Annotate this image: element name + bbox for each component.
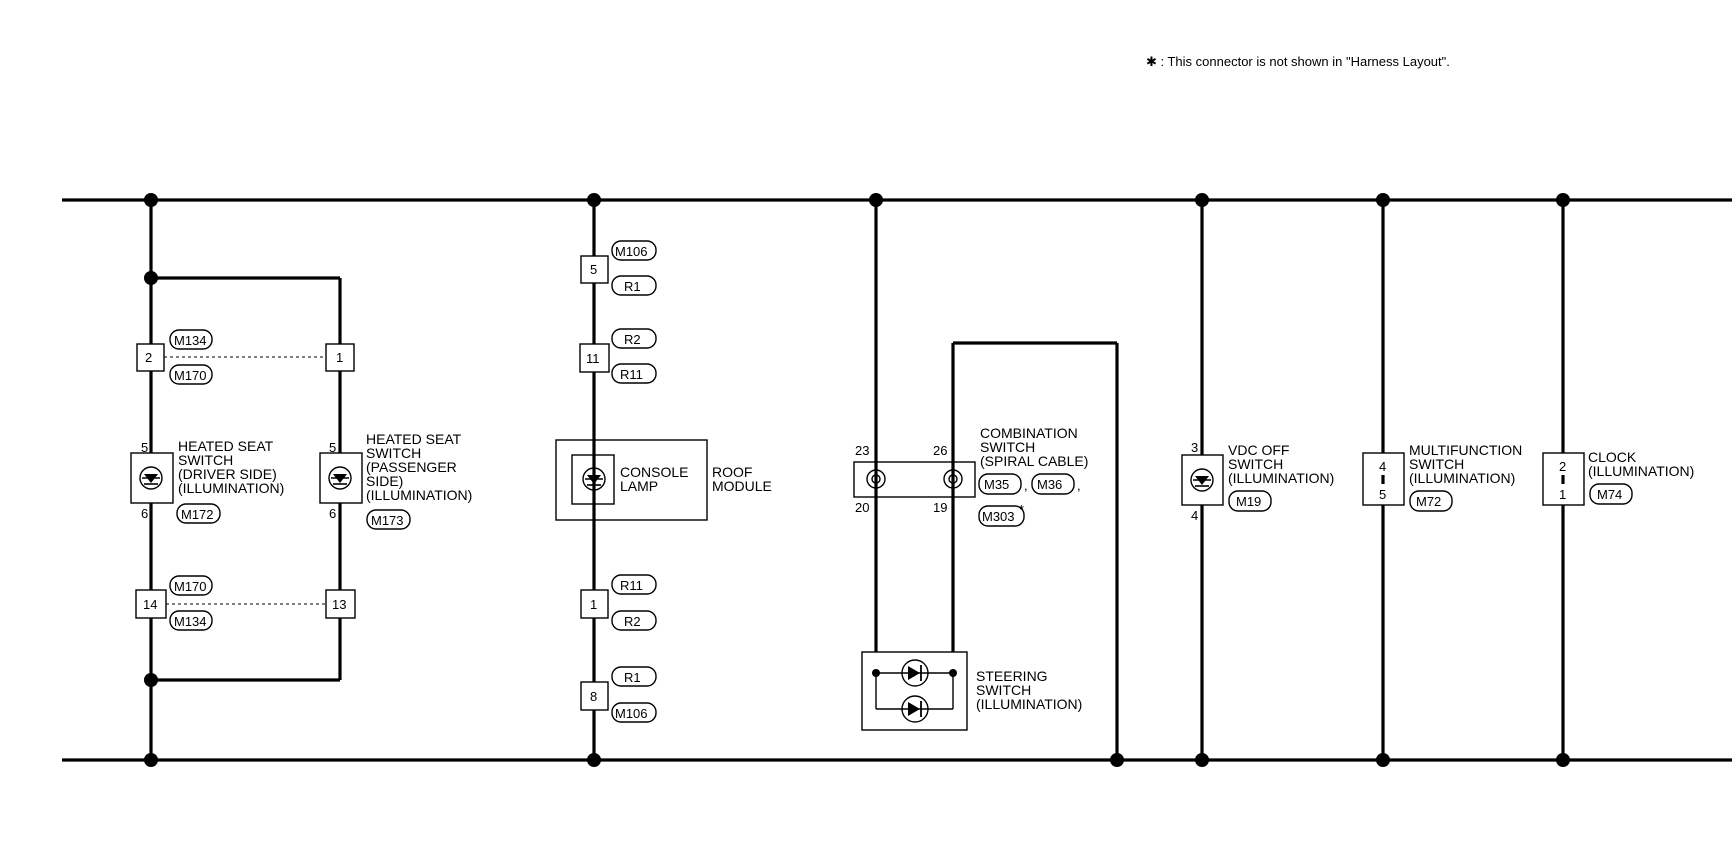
- pin-label: 5: [590, 262, 597, 277]
- pin-label: 2: [1559, 459, 1566, 474]
- roof-module-section: 5 M106 R1 11 R2 R11 CONSOLE LAMP ROOF MO…: [555, 193, 772, 767]
- pin-label: 1: [590, 597, 597, 612]
- connector-tag: R1: [624, 670, 641, 685]
- clock-section: 2 1 CLOCK (ILLUMINATION) M74: [1542, 193, 1694, 767]
- component-label: STEERING SWITCH (ILLUMINATION): [976, 668, 1082, 712]
- label-line: (ILLUMINATION): [1409, 470, 1515, 486]
- component-label: HEATED SEAT SWITCH (PASSENGER SIDE) (ILL…: [366, 431, 472, 503]
- connector-tag: M36: [1037, 477, 1062, 492]
- label-line: MULTIFUNCTION: [1409, 442, 1522, 458]
- label-line: MODULE: [712, 478, 772, 494]
- label-line: (ILLUMINATION): [1588, 463, 1694, 479]
- connector-tag: M74: [1597, 487, 1622, 502]
- label-line: SIDE): [366, 473, 403, 489]
- connector-tag: R11: [620, 578, 643, 593]
- pin-label: 26: [933, 443, 947, 458]
- label-line: (DRIVER SIDE): [178, 466, 277, 482]
- pin-label: 3: [1191, 440, 1198, 455]
- connector-tag: M106: [615, 244, 648, 259]
- label-line: CLOCK: [1588, 449, 1637, 465]
- label-line: (ILLUMINATION): [366, 487, 472, 503]
- label-line: ROOF: [712, 464, 752, 480]
- component-label: CLOCK (ILLUMINATION): [1588, 449, 1694, 479]
- pin-label: 23: [855, 443, 869, 458]
- pin-label: 2: [145, 350, 152, 365]
- heated-seat-section: 2 1 M134 M170 5 6 HEATED SEAT SWITCH (DR…: [130, 193, 472, 767]
- label-line: SWITCH: [366, 445, 421, 461]
- connector-tag: R2: [624, 332, 641, 347]
- connector-tag: M170: [174, 368, 207, 383]
- label-line: VDC OFF: [1228, 442, 1289, 458]
- component-label: VDC OFF SWITCH (ILLUMINATION): [1228, 442, 1334, 486]
- vdc-off-switch-section: 3 4 VDC OFF SWITCH (ILLUMINATION) M19: [1181, 193, 1334, 767]
- component-label: ROOF MODULE: [712, 464, 772, 494]
- pin-label: 5: [141, 440, 148, 455]
- label-line: COMBINATION: [980, 425, 1078, 441]
- multifunction-switch-section: 4 5 MULTIFUNCTION SWITCH (ILLUMINATION) …: [1362, 193, 1526, 767]
- connector-tag: R1: [624, 279, 641, 294]
- component-label: HEATED SEAT SWITCH (DRIVER SIDE) (ILLUMI…: [178, 438, 284, 496]
- connector-tag: M134: [174, 614, 207, 629]
- connector-tag: M303: [982, 509, 1015, 524]
- label-line: STEERING: [976, 668, 1048, 684]
- connector-tag: M19: [1236, 494, 1261, 509]
- pin-label: 8: [590, 689, 597, 704]
- component-label: MULTIFUNCTION SWITCH (ILLUMINATION): [1409, 442, 1526, 486]
- connector-tag: M72: [1416, 494, 1441, 509]
- pin-label: 11: [586, 351, 600, 366]
- steering-switch-section: 23 26 20 19 COMBINATION SWITCH (SPIRAL C…: [853, 193, 1124, 767]
- combination-switch-box: [853, 461, 976, 498]
- pin-label: 4: [1191, 508, 1198, 523]
- label-line: SWITCH: [178, 452, 233, 468]
- label-line: SWITCH: [976, 682, 1031, 698]
- label-line: (ILLUMINATION): [1228, 470, 1334, 486]
- pin-label: 6: [329, 506, 336, 521]
- harness-layout-note: ✱ : This connector is not shown in "Harn…: [1146, 54, 1450, 69]
- connector-tag: M170: [174, 579, 207, 594]
- label-line: (SPIRAL CABLE): [980, 453, 1088, 469]
- pin-label: 1: [1559, 487, 1566, 502]
- label-line: HEATED SEAT: [366, 431, 462, 447]
- connector-tag: M134: [174, 333, 207, 348]
- pin-label: 5: [329, 440, 336, 455]
- connector-tag: R11: [620, 367, 643, 382]
- pin-label: 14: [143, 597, 157, 612]
- connector-tag: M172: [181, 507, 214, 522]
- pin-label: 13: [332, 597, 346, 612]
- label-line: (ILLUMINATION): [976, 696, 1082, 712]
- connector-tag: M35: [984, 477, 1009, 492]
- pin-label: 5: [1379, 487, 1386, 502]
- connector-tag: M173: [371, 513, 404, 528]
- label-line: (ILLUMINATION): [178, 480, 284, 496]
- component-label: CONSOLE LAMP: [620, 464, 692, 494]
- label-line: (PASSENGER: [366, 459, 457, 475]
- label-line: HEATED SEAT: [178, 438, 274, 454]
- steering-switch-box: [861, 651, 968, 731]
- asterisk: *: [1019, 502, 1024, 517]
- comma: ,: [1077, 478, 1081, 493]
- pin-label: 19: [933, 500, 947, 515]
- pin-label: 20: [855, 500, 869, 515]
- label-line: SWITCH: [980, 439, 1035, 455]
- label-line: SWITCH: [1228, 456, 1283, 472]
- pin-label: 1: [336, 350, 343, 365]
- pin-label: 6: [141, 506, 148, 521]
- label-line: LAMP: [620, 478, 658, 494]
- comma: ,: [1024, 478, 1028, 493]
- connector-tag: R2: [624, 614, 641, 629]
- connector-tag: M106: [615, 706, 648, 721]
- label-line: SWITCH: [1409, 456, 1464, 472]
- pin-label: 4: [1379, 459, 1386, 474]
- label-line: CONSOLE: [620, 464, 688, 480]
- component-label: COMBINATION SWITCH (SPIRAL CABLE): [980, 425, 1088, 469]
